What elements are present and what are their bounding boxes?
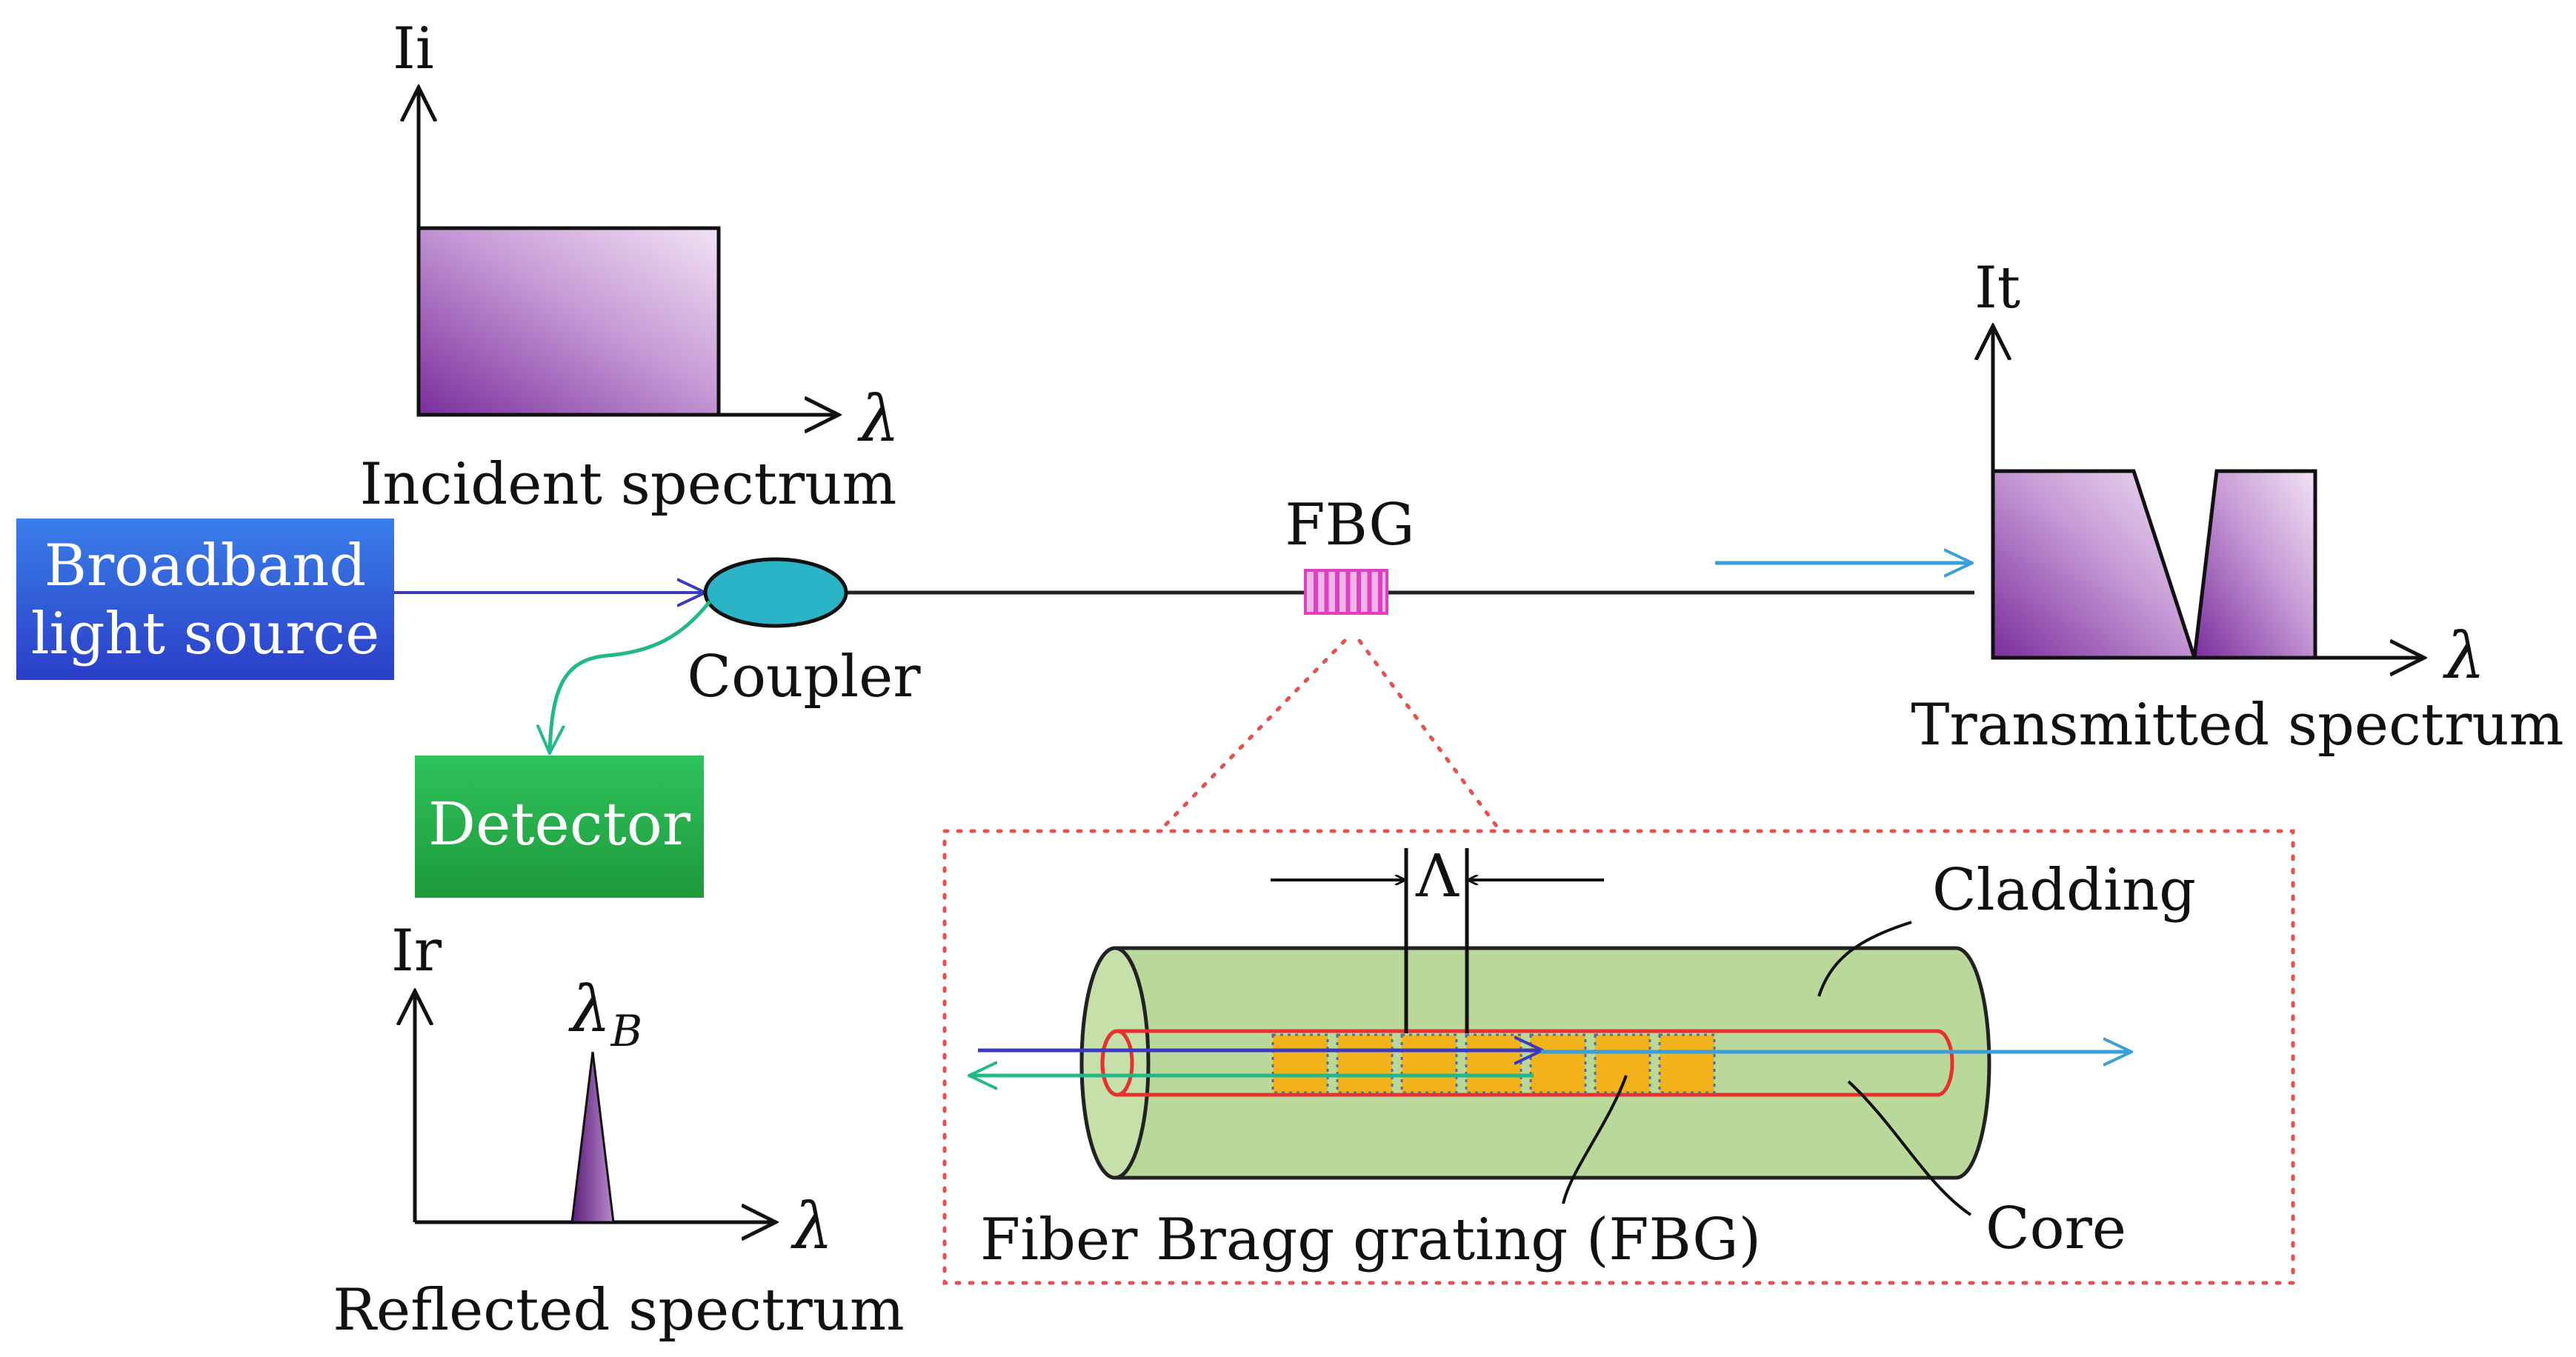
transmitted-axis-y-label: It — [1974, 255, 2020, 321]
incident-spectrum-band — [416, 226, 721, 417]
grating-leader — [1562, 1075, 1628, 1204]
incident-axis-x-label: λ — [857, 382, 900, 456]
transmitted-spectrum-band-right — [2192, 469, 2317, 660]
detector-label: Detector — [428, 790, 691, 858]
transmitted-axis-x-label: λ — [2443, 619, 2486, 693]
incident-spectrum-caption: Incident spectrum — [360, 451, 897, 518]
transmitted-spectrum-caption: Transmitted spectrum — [1911, 692, 2563, 758]
detector: Detector — [415, 756, 704, 898]
grating-blocks — [1271, 1033, 1716, 1094]
incident-axis-y-label: Ii — [393, 16, 434, 82]
zoom-callout — [942, 639, 2295, 1285]
core-front-face — [1100, 1029, 1134, 1097]
light-source-label-line2: light source — [31, 601, 380, 667]
reflected-peak — [570, 1051, 615, 1224]
period-label: Λ — [1415, 841, 1460, 910]
grating-block — [1529, 1033, 1587, 1094]
transmitted-spectrum-band — [1991, 469, 2197, 660]
grating-label: Fiber Bragg grating (FBG) — [980, 1207, 1761, 1273]
zoom-detail-frame — [942, 829, 2295, 1285]
grating-block — [1336, 1033, 1394, 1094]
grating-block — [1658, 1033, 1716, 1094]
reflected-peak-subscript: B — [610, 1006, 643, 1056]
cladding-leader — [1817, 921, 1912, 997]
coupler-ellipse — [703, 557, 848, 628]
broadband-light-source: Broadband light source — [16, 519, 394, 680]
reflected-spectrum-caption: Reflected spectrum — [333, 1277, 905, 1344]
transmitted-spectrum-plot: It λ Transmitted spectrum — [1911, 255, 2563, 758]
core-label: Core — [1986, 1196, 2126, 1262]
reflected-spectrum-plot: Ir λB λ Reflected spectrum — [333, 918, 905, 1344]
reflected-axis-y-label: Ir — [391, 918, 442, 984]
grating-block — [1271, 1033, 1329, 1094]
light-source-label-line1: Broadband — [44, 533, 367, 599]
reflected-peak-label: λB — [568, 973, 642, 1056]
coupler-to-detector-light — [550, 600, 711, 752]
reflected-peak-lambda: λ — [568, 973, 611, 1047]
fbg-label: FBG — [1285, 492, 1414, 559]
reflected-axis-x-label: λ — [791, 1190, 833, 1264]
coupler-label: Coupler — [687, 644, 921, 710]
zoom-line-right — [1357, 639, 1502, 833]
grating-block — [1400, 1033, 1458, 1094]
core-leader — [1847, 1080, 1972, 1216]
fiber-detail: Λ Cladding Core Fiber Bragg grating (FBG… — [971, 841, 2196, 1273]
grating-block — [1465, 1033, 1522, 1094]
light-source-box — [16, 519, 394, 680]
cladding-front-face — [1079, 946, 1151, 1180]
zoom-line-left — [1157, 639, 1347, 833]
fbg-marker: FBG — [1285, 492, 1415, 615]
cladding-label: Cladding — [1932, 857, 2196, 924]
incident-spectrum-plot: Ii λ Incident spectrum — [360, 16, 900, 518]
detector-box — [415, 756, 704, 898]
